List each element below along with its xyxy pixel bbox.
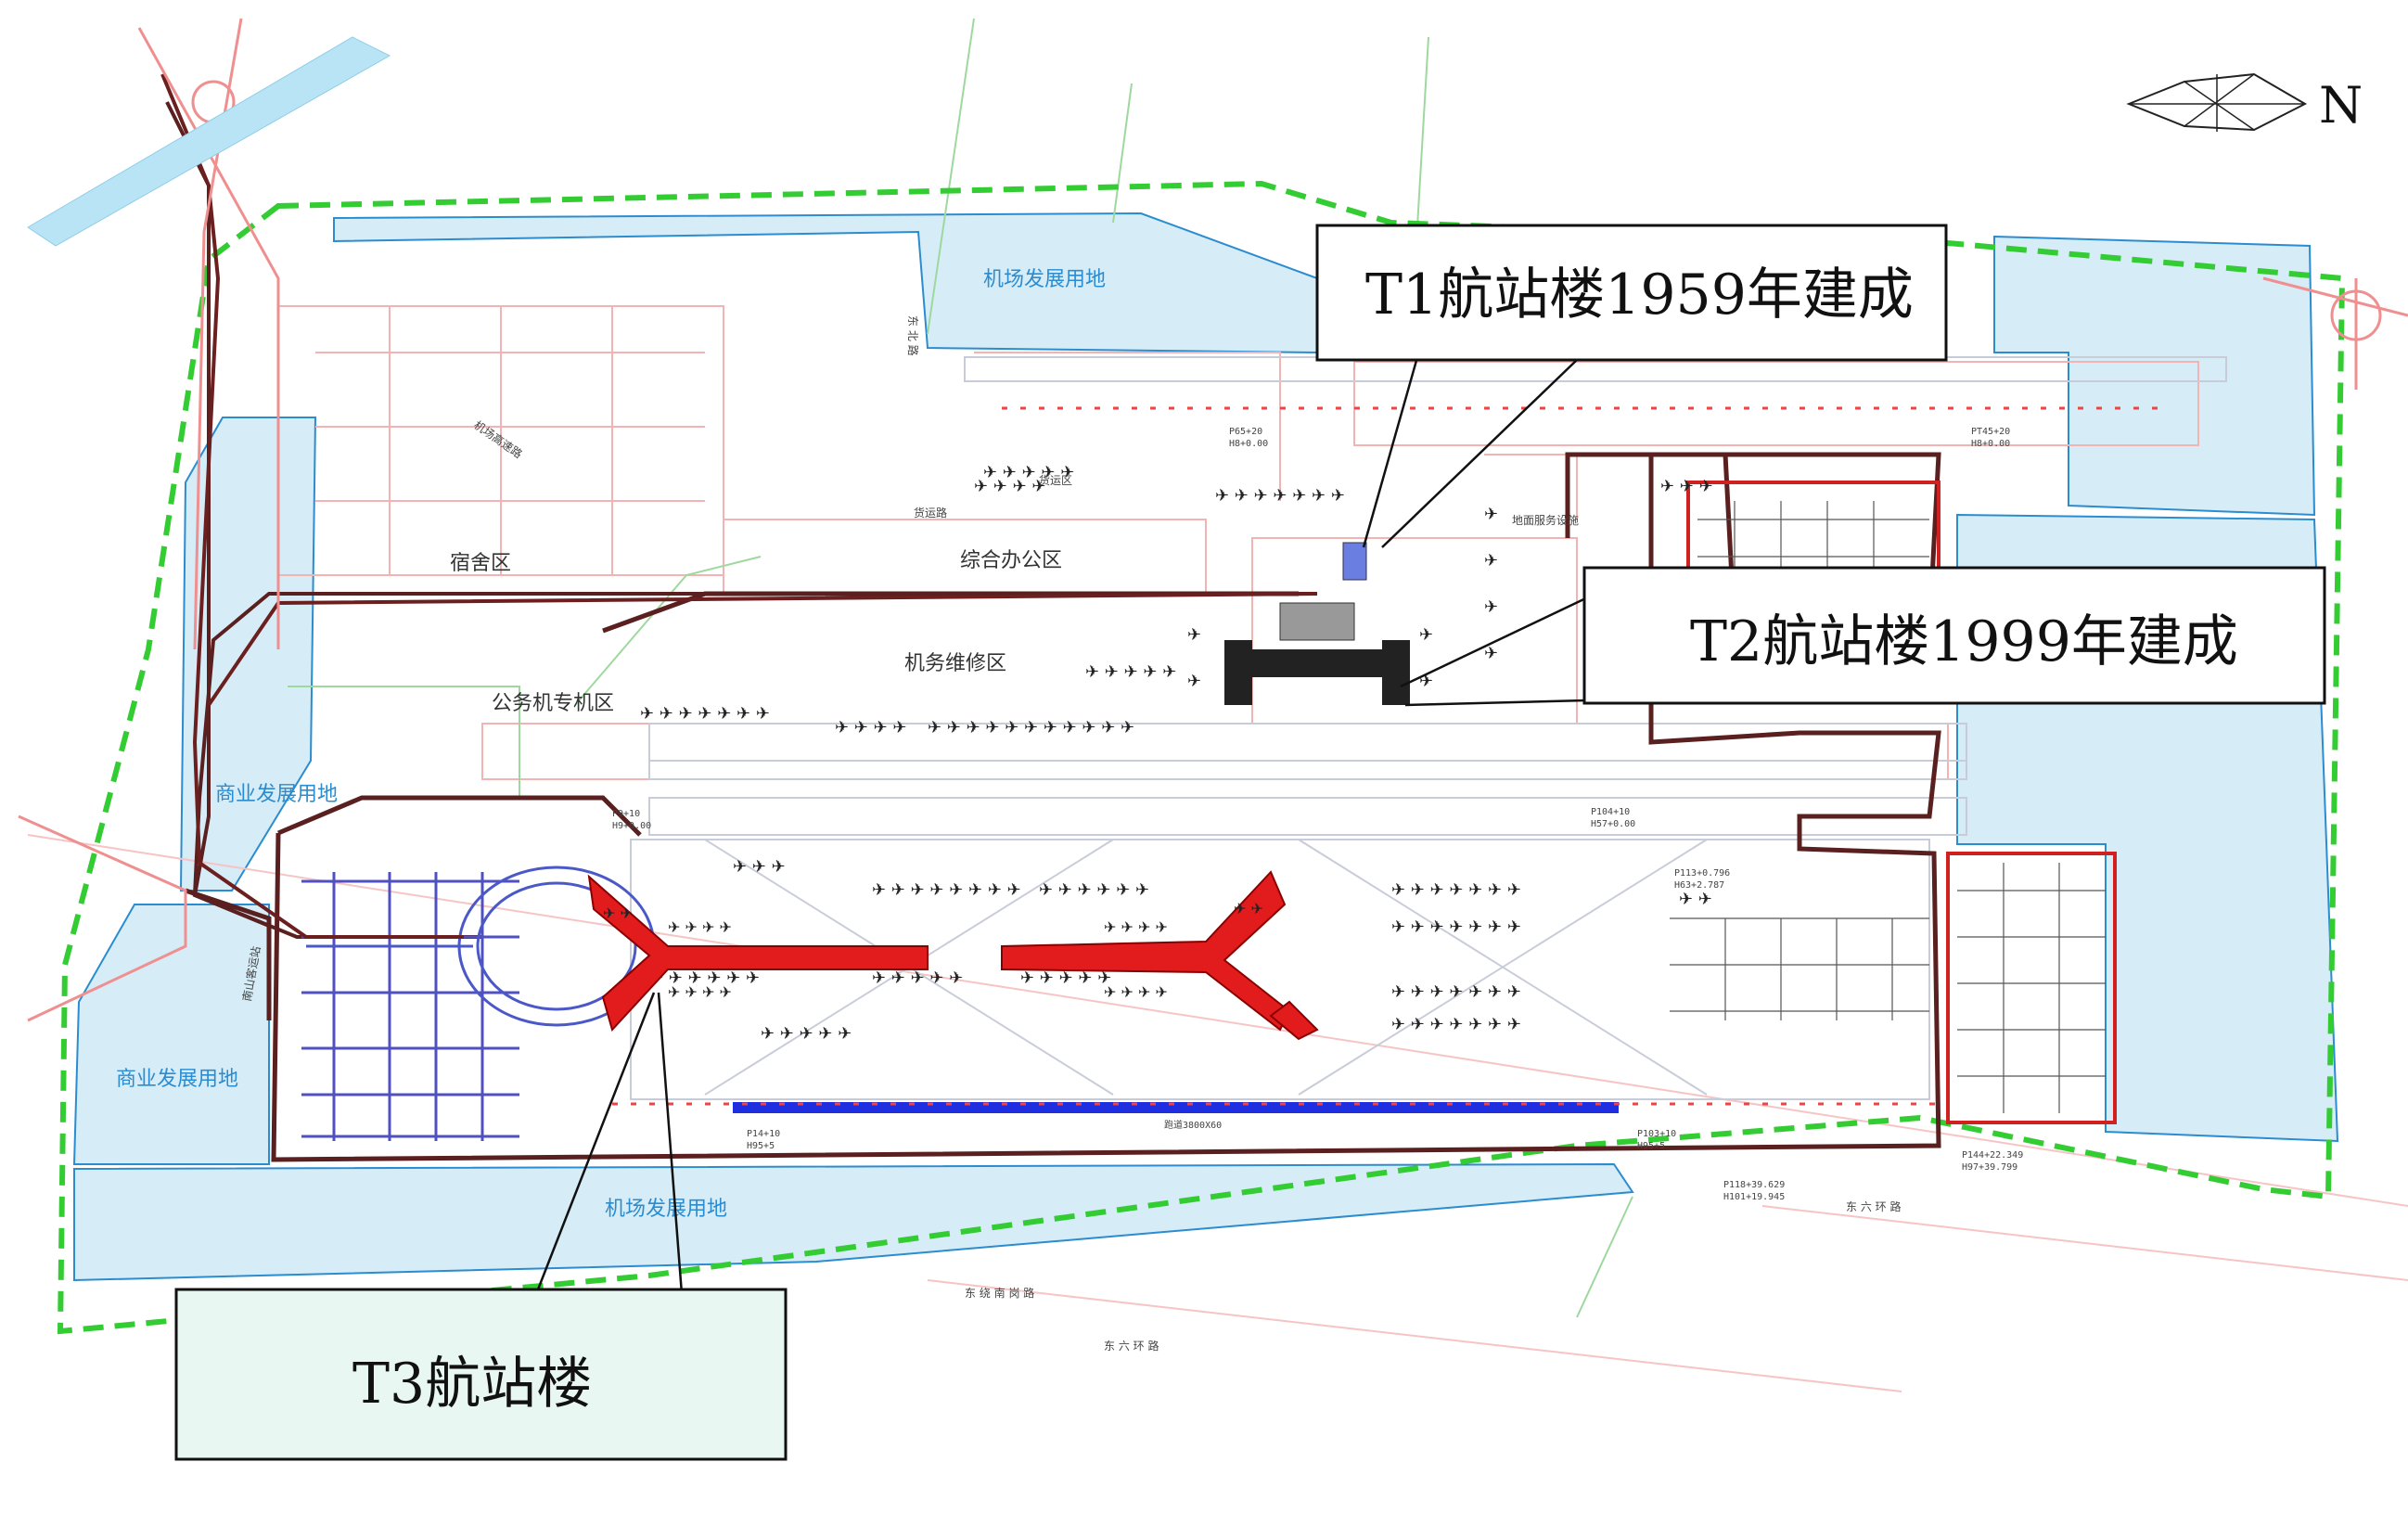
svg-text:✈: ✈ <box>1187 625 1201 645</box>
callout-t3: T3航站楼 <box>174 1288 788 1461</box>
station-p144: P144+22.349 <box>1962 1150 2023 1161</box>
svg-text:✈ ✈ ✈ ✈: ✈ ✈ ✈ ✈ <box>668 918 732 936</box>
t3-aircraft-fan: ✈ ✈ ✈ ✈ ✈ ✈ ✈ ✈ ✈ ✈ ✈ ✈ ✈ ✈ ✈ ✈ ✈ ✈ ✈ ✈ <box>603 900 1263 1001</box>
callout-t2: T2航站楼1999年建成 <box>1582 566 2326 705</box>
cargo-grid <box>1670 501 2106 1113</box>
t3-leader <box>536 992 656 1290</box>
svg-text:✈: ✈ <box>1419 625 1433 645</box>
station-h95b: H95+5 <box>1637 1141 1665 1151</box>
svg-text:✈: ✈ <box>1484 551 1498 571</box>
svg-text:✈ ✈: ✈ ✈ <box>603 904 633 922</box>
station-h57: H57+0.00 <box>1591 819 1635 829</box>
commerce-land-west <box>179 417 317 891</box>
svg-text:✈ ✈ ✈ ✈ ✈: ✈ ✈ ✈ ✈ ✈ <box>983 463 1074 482</box>
svg-text:✈ ✈ ✈: ✈ ✈ ✈ <box>1660 477 1713 496</box>
station-h97: H97+39.799 <box>1962 1162 2017 1173</box>
callout-t3-text: T3航站楼 <box>352 1352 592 1417</box>
station-h95: H95+5 <box>747 1141 775 1151</box>
station-p113: P113+0.796 <box>1674 868 1730 879</box>
svg-text:✈: ✈ <box>1484 597 1498 617</box>
zone-label-office: 综合办公区 <box>960 549 1062 572</box>
road-label-south-road: 东 绕 南 岗 路 <box>965 1286 1034 1300</box>
t1-terminal-building <box>1342 542 1367 581</box>
svg-text:✈ ✈ ✈ ✈ ✈ ✈ ✈ ✈ ✈ ✈ ✈: ✈ ✈ ✈ ✈ ✈ ✈ ✈ ✈ ✈ ✈ ✈ <box>928 718 1134 737</box>
svg-text:✈ ✈ ✈ ✈: ✈ ✈ ✈ ✈ <box>1104 983 1168 1001</box>
svg-text:✈ ✈ ✈ ✈ ✈ ✈ ✈ ✈: ✈ ✈ ✈ ✈ ✈ ✈ ✈ ✈ <box>872 880 1021 900</box>
svg-text:✈ ✈ ✈ ✈: ✈ ✈ ✈ ✈ <box>974 477 1046 496</box>
road-label-north-road: 东 北 路 <box>906 315 920 356</box>
station-p65: P65+20 <box>1229 427 1262 437</box>
svg-text:✈ ✈ ✈ ✈ ✈ ✈ ✈: ✈ ✈ ✈ ✈ ✈ ✈ ✈ <box>1391 982 1521 1002</box>
svg-text:✈ ✈ ✈ ✈: ✈ ✈ ✈ ✈ <box>1104 918 1168 936</box>
svg-text:✈ ✈ ✈ ✈ ✈: ✈ ✈ ✈ ✈ ✈ <box>872 968 963 988</box>
station-h8b: H8+0.00 <box>1971 439 2010 449</box>
svg-text:✈ ✈ ✈ ✈ ✈ ✈ ✈: ✈ ✈ ✈ ✈ ✈ ✈ ✈ <box>1391 880 1521 900</box>
svg-text:✈ ✈: ✈ ✈ <box>1234 900 1263 917</box>
zone-label-dorm: 宿舍区 <box>450 552 511 575</box>
zone-label-commerce-left: 商业发展用地 <box>215 783 338 806</box>
zone-label-side-road: 货运路 <box>914 506 947 519</box>
t3-terminal-building <box>587 870 1319 1041</box>
svg-text:✈: ✈ <box>1484 505 1498 524</box>
svg-text:✈ ✈ ✈ ✈ ✈: ✈ ✈ ✈ ✈ ✈ <box>1020 968 1111 988</box>
callout-t2-text: T2航站楼1999年建成 <box>1690 609 2238 674</box>
svg-text:✈ ✈ ✈ ✈: ✈ ✈ ✈ ✈ <box>835 718 907 737</box>
station-p118: P118+39.629 <box>1723 1180 1785 1190</box>
svg-text:✈ ✈ ✈ ✈ ✈: ✈ ✈ ✈ ✈ ✈ <box>1085 662 1176 682</box>
station-labels: P65+20 H8+0.00 PT45+20 H8+0.00 P9+10 H9+… <box>612 427 2023 1202</box>
runway-3800 <box>733 1102 1619 1113</box>
landside-grid-purple <box>301 872 519 1141</box>
north-letter: N <box>2319 76 2363 135</box>
station-p104: P104+10 <box>1591 807 1630 817</box>
road-label-ring-bottom: 东 六 环 路 <box>1104 1339 1159 1353</box>
t2-leader <box>1400 592 1596 688</box>
dev-land-south <box>73 1162 1634 1282</box>
svg-text:✈ ✈ ✈ ✈ ✈ ✈ ✈: ✈ ✈ ✈ ✈ ✈ ✈ ✈ <box>1215 486 1345 506</box>
commerce-land-south-west <box>72 904 270 1165</box>
t1-leader-2 <box>1381 359 1578 548</box>
station-h9: H9+0.00 <box>612 821 651 831</box>
zone-label-commerce-bottom-left: 商业发展用地 <box>116 1068 238 1091</box>
svg-text:✈ ✈: ✈ ✈ <box>1679 890 1712 909</box>
callout-leader-lines <box>536 350 1596 1295</box>
dev-land-north <box>333 212 1318 354</box>
station-h8a: H8+0.00 <box>1229 439 1268 449</box>
station-p145: PT45+20 <box>1971 427 2010 437</box>
zone-label-maintenance: 机务维修区 <box>904 652 1006 675</box>
station-h101: H101+19.945 <box>1723 1192 1785 1202</box>
callout-t1-text: T1航站楼1959年建成 <box>1365 263 1914 327</box>
station-h63: H63+2.787 <box>1674 880 1724 891</box>
t1-leader <box>1362 350 1421 548</box>
zone-label-cargo: 货运区 <box>1039 473 1072 487</box>
highway-interchange <box>18 18 2408 1022</box>
svg-text:✈ ✈ ✈ ✈ ✈ ✈: ✈ ✈ ✈ ✈ ✈ ✈ <box>1039 880 1149 900</box>
road-label-airport-expy: 机场高速路 <box>471 417 525 461</box>
runway-label: 跑道3800X60 <box>1164 1119 1222 1131</box>
t3-leader-2 <box>657 992 684 1295</box>
svg-text:✈ ✈ ✈ ✈ ✈ ✈ ✈: ✈ ✈ ✈ ✈ ✈ ✈ ✈ <box>1391 917 1521 937</box>
svg-text:✈ ✈ ✈ ✈ ✈ ✈ ✈: ✈ ✈ ✈ ✈ ✈ ✈ ✈ <box>1391 1015 1521 1034</box>
station-p9: P9+10 <box>612 809 640 819</box>
t2-leader-2 <box>1404 699 1587 707</box>
svg-text:✈ ✈ ✈ ✈ ✈ ✈: ✈ ✈ ✈ ✈ ✈ ✈ <box>649 968 760 988</box>
svg-text:✈ ✈ ✈: ✈ ✈ ✈ <box>733 857 786 877</box>
road-label-east-ring: 东 六 环 路 <box>1846 1199 1901 1213</box>
river-northwest <box>27 36 391 247</box>
svg-text:✈: ✈ <box>1484 644 1498 663</box>
zone-label-dev-bottom: 机场发展用地 <box>605 1198 727 1221</box>
zone-label-dev-top: 机场发展用地 <box>983 268 1106 291</box>
station-p103: P103+10 <box>1637 1129 1676 1139</box>
t2-terminal-building <box>1224 602 1410 705</box>
callout-t1: T1航站楼1959年建成 <box>1315 224 1948 362</box>
svg-text:✈ ✈ ✈ ✈: ✈ ✈ ✈ ✈ <box>668 983 732 1001</box>
svg-text:✈: ✈ <box>1187 672 1201 691</box>
station-p14: P14+10 <box>747 1129 780 1139</box>
north-arrow: N <box>2126 72 2363 135</box>
svg-text:✈ ✈ ✈ ✈ ✈ ✈ ✈: ✈ ✈ ✈ ✈ ✈ ✈ ✈ <box>640 704 770 724</box>
svg-text:✈ ✈ ✈ ✈ ✈: ✈ ✈ ✈ ✈ ✈ <box>761 1024 852 1044</box>
zone-label-ground-service: 地面服务设施 <box>1512 513 1579 527</box>
zone-label-business-aviation: 公务机专机区 <box>492 692 614 715</box>
